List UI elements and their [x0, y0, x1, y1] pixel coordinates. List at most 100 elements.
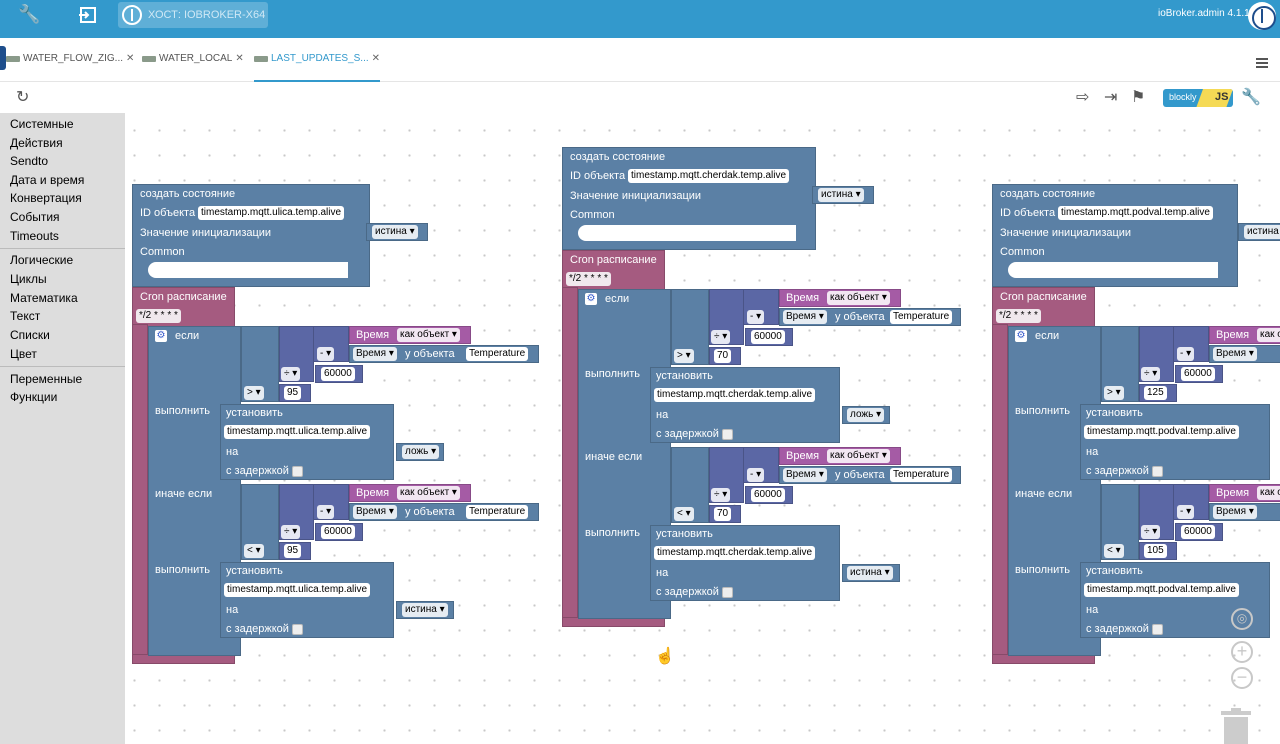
threshold-field[interactable]: 95	[284, 386, 302, 400]
delay-checkbox[interactable]	[292, 466, 303, 477]
blockly-js-toggle[interactable]: blockly JS	[1163, 89, 1233, 107]
gear-icon[interactable]: ⚙	[585, 293, 597, 305]
set-id-field[interactable]: timestamp.mqtt.cherdak.temp.alive	[654, 546, 816, 560]
divide-dropdown[interactable]: ÷ ▾	[281, 367, 301, 381]
divide-dropdown[interactable]: ÷ ▾	[711, 330, 731, 344]
true-dropdown[interactable]: истина ▾	[372, 225, 418, 239]
gear-icon[interactable]: ⚙	[1015, 330, 1027, 342]
tab-scroll-handle[interactable]	[0, 46, 6, 70]
cron-field[interactable]: */2 * * * *	[136, 309, 181, 323]
ms-field[interactable]: 60000	[1181, 525, 1215, 539]
set-block[interactable]	[650, 367, 840, 443]
set-id-field[interactable]: timestamp.mqtt.podval.temp.alive	[1084, 583, 1239, 597]
trash-icon[interactable]	[1221, 708, 1251, 744]
time-dropdown[interactable]: Время ▾	[353, 347, 397, 361]
category-logic[interactable]: Логические	[10, 253, 74, 267]
category-functions[interactable]: Функции	[10, 390, 58, 404]
temperature-field[interactable]: Temperature	[466, 505, 529, 519]
as-object-dropdown[interactable]: как объект ▾	[827, 449, 890, 463]
threshold-field[interactable]: 70	[714, 349, 732, 363]
logout-icon[interactable]	[78, 5, 98, 25]
lt-dropdown[interactable]: < ▾	[674, 507, 694, 521]
category-actions[interactable]: Действия	[10, 136, 63, 150]
threshold-field[interactable]: 125	[1144, 386, 1167, 400]
temperature-field[interactable]: Temperature	[890, 310, 953, 324]
true-dropdown[interactable]: истина ▾	[1244, 225, 1280, 239]
temperature-field[interactable]: Temperature	[466, 347, 529, 361]
minus-dropdown[interactable]: - ▾	[747, 310, 765, 324]
divide-dropdown[interactable]: ÷ ▾	[281, 525, 301, 539]
zoom-in-icon[interactable]: +	[1231, 641, 1253, 663]
minus-dropdown[interactable]: - ▾	[317, 505, 335, 519]
category-convert[interactable]: Конвертация	[10, 191, 82, 205]
category-datetime[interactable]: Дата и время	[10, 173, 85, 187]
category-timeouts[interactable]: Timeouts	[10, 229, 59, 243]
divide-dropdown[interactable]: ÷ ▾	[711, 488, 731, 502]
gt-dropdown[interactable]: > ▾	[1104, 386, 1124, 400]
set-block[interactable]	[1080, 404, 1270, 480]
time-dropdown[interactable]: Время ▾	[353, 505, 397, 519]
category-variables[interactable]: Переменные	[10, 372, 83, 386]
close-icon[interactable]: ✕	[126, 53, 135, 64]
time-dropdown[interactable]: Время ▾	[783, 468, 827, 482]
blockly-workspace[interactable]: создать состояние ID объекта timestamp.m…	[125, 113, 1280, 744]
as-object-dropdown[interactable]: как объект ▾	[1257, 328, 1280, 342]
ms-field[interactable]: 60000	[321, 525, 355, 539]
minus-dropdown[interactable]: - ▾	[1177, 347, 1195, 361]
as-object-dropdown[interactable]: как объект ▾	[1257, 486, 1280, 500]
true-dropdown[interactable]: истина ▾	[402, 603, 448, 617]
refresh-icon[interactable]: ↻	[16, 89, 30, 106]
ms-field[interactable]: 60000	[321, 367, 355, 381]
minus-dropdown[interactable]: - ▾	[317, 347, 335, 361]
set-id-field[interactable]: timestamp.mqtt.ulica.temp.alive	[224, 425, 371, 439]
ms-field[interactable]: 60000	[1181, 367, 1215, 381]
divide-dropdown[interactable]: ÷ ▾	[1141, 525, 1161, 539]
time-dropdown[interactable]: Время ▾	[1213, 505, 1257, 519]
category-math[interactable]: Математика	[10, 291, 78, 305]
threshold-field[interactable]: 95	[284, 544, 302, 558]
menu-icon[interactable]	[1256, 58, 1268, 70]
set-block[interactable]	[650, 525, 840, 601]
gt-dropdown[interactable]: > ▾	[244, 386, 264, 400]
as-object-dropdown[interactable]: как объект ▾	[827, 291, 890, 305]
time-dropdown[interactable]: Время ▾	[1213, 347, 1257, 361]
minus-dropdown[interactable]: - ▾	[1177, 505, 1195, 519]
time-dropdown[interactable]: Время ▾	[783, 310, 827, 324]
cron-field[interactable]: */2 * * * *	[996, 309, 1041, 323]
lt-dropdown[interactable]: < ▾	[244, 544, 264, 558]
set-block[interactable]	[220, 404, 394, 480]
tab-water-local[interactable]: WATER_LOCAL ✕	[142, 50, 244, 82]
export-icon[interactable]: ⇨	[1076, 89, 1090, 106]
ms-field[interactable]: 60000	[751, 330, 785, 344]
true-dropdown[interactable]: истина ▾	[847, 566, 893, 580]
divide-dropdown[interactable]: ÷ ▾	[1141, 367, 1161, 381]
temperature-field[interactable]: Temperature	[890, 468, 953, 482]
delay-checkbox[interactable]	[722, 587, 733, 598]
object-id-field[interactable]: timestamp.mqtt.cherdak.temp.alive	[628, 169, 790, 183]
true-dropdown[interactable]: истина ▾	[818, 188, 864, 202]
lt-dropdown[interactable]: < ▾	[1104, 544, 1124, 558]
set-id-field[interactable]: timestamp.mqtt.podval.temp.alive	[1084, 425, 1239, 439]
as-object-dropdown[interactable]: как объект ▾	[397, 486, 460, 500]
category-color[interactable]: Цвет	[10, 347, 37, 361]
gt-dropdown[interactable]: > ▾	[674, 349, 694, 363]
set-id-field[interactable]: timestamp.mqtt.ulica.temp.alive	[224, 583, 371, 597]
false-dropdown[interactable]: ложь ▾	[402, 445, 440, 459]
delay-checkbox[interactable]	[1152, 624, 1163, 635]
close-icon[interactable]: ✕	[235, 53, 244, 64]
object-id-field[interactable]: timestamp.mqtt.ulica.temp.alive	[198, 206, 345, 220]
cron-field[interactable]: */2 * * * *	[566, 272, 611, 286]
category-system[interactable]: Системные	[10, 117, 74, 131]
category-loops[interactable]: Циклы	[10, 272, 47, 286]
delay-checkbox[interactable]	[1152, 466, 1163, 477]
category-sendto[interactable]: Sendto	[10, 154, 49, 168]
host-selector[interactable]: ХОСТ: IOBROKER-X64	[118, 2, 268, 28]
as-object-dropdown[interactable]: как объект ▾	[397, 328, 460, 342]
false-dropdown[interactable]: ложь ▾	[847, 408, 885, 422]
zoom-reset-icon[interactable]: ◎	[1231, 608, 1253, 630]
threshold-field[interactable]: 70	[714, 507, 732, 521]
zoom-out-icon[interactable]: −	[1231, 667, 1253, 689]
set-id-field[interactable]: timestamp.mqtt.cherdak.temp.alive	[654, 388, 816, 402]
wrench-icon[interactable]: 🔧	[1241, 89, 1261, 106]
tab-last-updates[interactable]: LAST_UPDATES_S... ✕	[254, 50, 381, 82]
